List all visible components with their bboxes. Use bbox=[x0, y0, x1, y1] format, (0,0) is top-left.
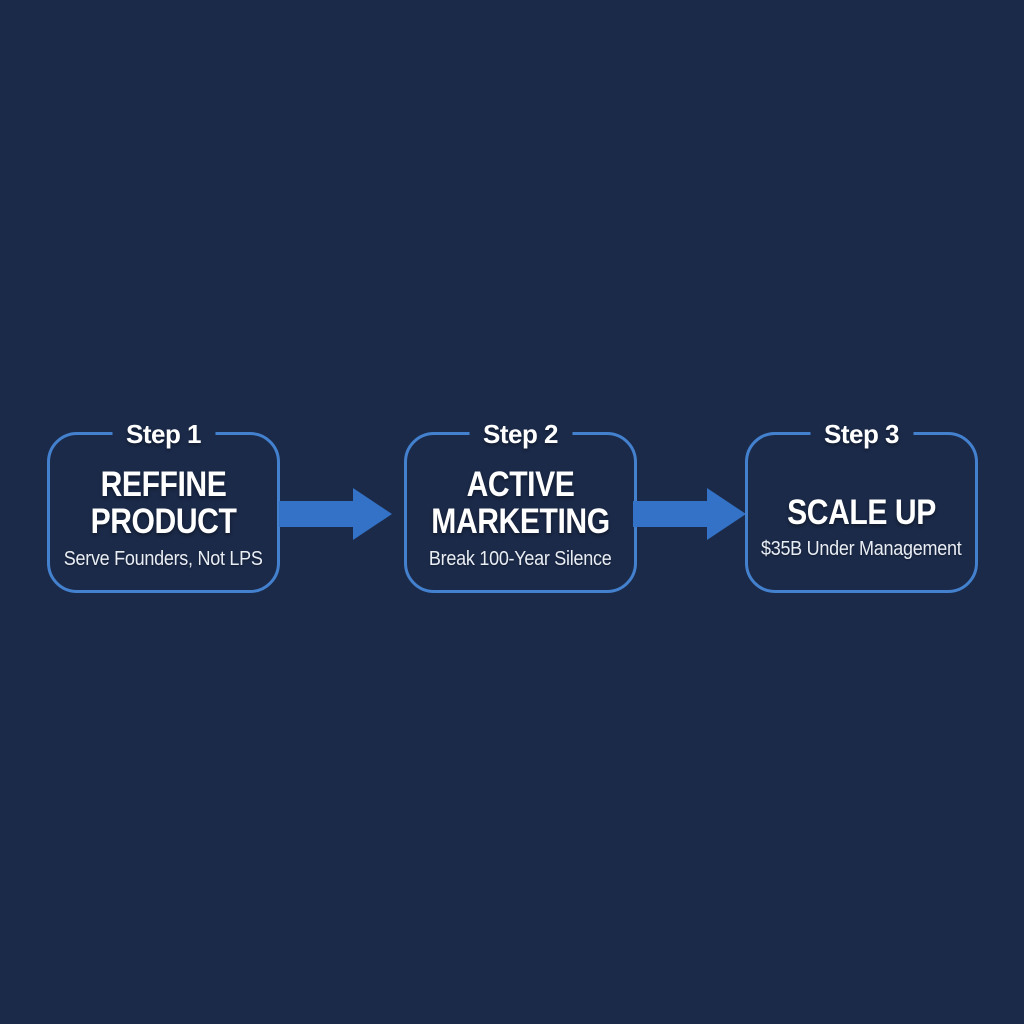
right-arrow-icon bbox=[279, 488, 392, 540]
step-box-2: Step 2 ACTIVE MARKETING Break 100-Year S… bbox=[404, 417, 637, 593]
step-1-label: Step 1 bbox=[111, 417, 216, 451]
right-arrow-icon bbox=[633, 488, 746, 540]
step-box-3: Step 3 SCALE UP $35B Under Management bbox=[745, 417, 978, 593]
step-2-title: ACTIVE MARKETING bbox=[431, 464, 610, 541]
step-1-title: REFFINE PRODUCT bbox=[90, 464, 237, 541]
step-3-title: SCALE UP bbox=[787, 493, 936, 533]
step-1-subtitle: Serve Founders, Not LPS bbox=[64, 548, 263, 571]
step-3-subtitle: $35B Under Management bbox=[761, 537, 962, 560]
step-2-subtitle: Break 100-Year Silence bbox=[429, 548, 612, 571]
step-box-1: Step 1 REFFINE PRODUCT Serve Founders, N… bbox=[47, 417, 280, 593]
step-3-label: Step 3 bbox=[809, 417, 914, 451]
step-2-label: Step 2 bbox=[468, 417, 573, 451]
